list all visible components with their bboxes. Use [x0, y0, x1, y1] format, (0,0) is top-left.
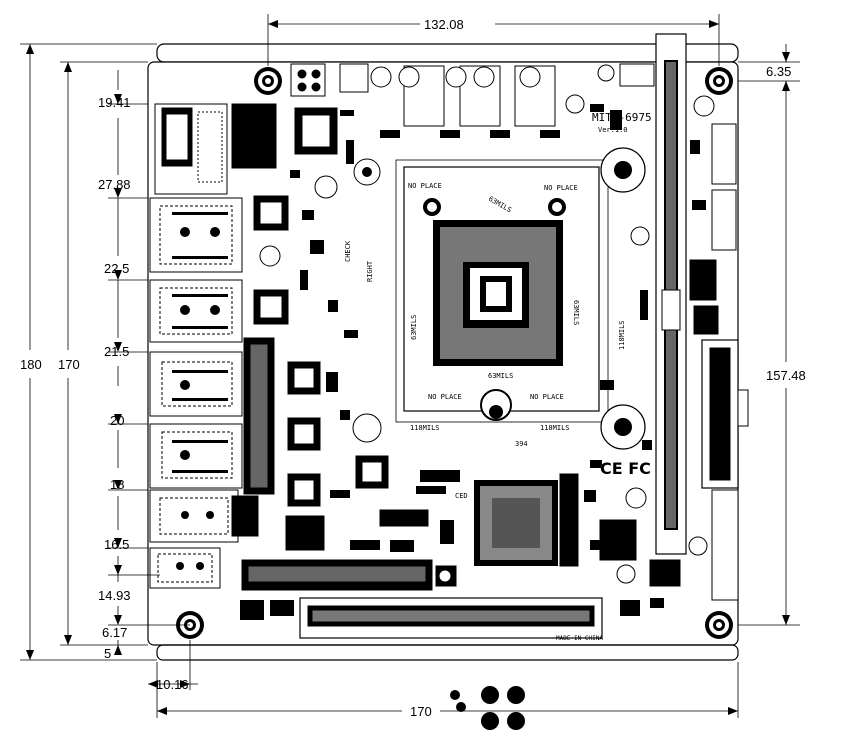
ref-394: 394 [515, 440, 528, 448]
no-place-label-2: NO PLACE [544, 184, 578, 192]
dim-left-stack-3: 22.5 [104, 261, 129, 276]
dim-left-inner-height: 170 [58, 357, 80, 372]
dim-left-stack-4: 21.5 [104, 344, 129, 359]
dimension-arrows [26, 20, 790, 715]
capacitors [259, 64, 715, 584]
bottom-slots [241, 337, 603, 639]
rear-io-connectors [149, 103, 243, 589]
silk-118mils-bottom: 118MILS [540, 424, 570, 432]
silk-118mils-left: 118MILS [410, 424, 440, 432]
dim-left-stack-9: 6.17 [102, 625, 127, 640]
ref-ced: CED [455, 492, 468, 500]
memory-slot [655, 33, 687, 555]
no-place-label-4: NO PLACE [530, 393, 564, 401]
no-place-label-1: NO PLACE [408, 182, 442, 190]
silk-63mils-right: 63MILS [572, 300, 580, 325]
dim-bottom-left-offset: 10.16 [156, 677, 189, 692]
dim-left-stack-8: 14.93 [98, 588, 131, 603]
board-version: Ver:1.0 [598, 126, 628, 134]
cert-marks: CE FC [600, 459, 651, 478]
cpu-socket-area [362, 147, 646, 450]
dim-right-height: 157.48 [766, 368, 806, 383]
io-pin-pattern [172, 212, 228, 570]
no-place-label-3: NO PLACE [428, 393, 462, 401]
dim-left-stack-10: 5 [104, 646, 111, 661]
mounting-holes [176, 67, 733, 639]
silk-63mils-left: 63MILS [410, 315, 418, 340]
silk-right: RIGHT [366, 260, 374, 282]
silk-118mils-right: 118MILS [618, 320, 626, 350]
dim-left-stack-7: 16.5 [104, 537, 129, 552]
dim-bottom-width: 170 [410, 704, 432, 719]
dim-right-top-offset: 6.35 [766, 64, 791, 79]
made-in-label: MADE IN CHINA [556, 635, 603, 642]
bottom-dots [450, 686, 525, 730]
silk-63mils-bottom: 63MILS [488, 372, 513, 380]
ic-chips [231, 195, 719, 587]
dim-left-stack-2: 27.88 [98, 177, 131, 192]
smd-components [240, 104, 706, 620]
board-label: MITX-6975 [592, 111, 652, 124]
silk-check: CHECK [344, 240, 352, 262]
right-headers [701, 123, 749, 601]
dim-left-outer-height: 180 [20, 357, 42, 372]
dimension-labels: 132.08 170 180 170 157.48 6.35 10.16 19.… [20, 17, 806, 719]
dim-left-stack-6: 18 [110, 477, 124, 492]
dim-top-width: 132.08 [424, 17, 464, 32]
dim-left-stack-1: 19.41 [98, 95, 131, 110]
silkscreen-text: MITX-6975 Ver:1.0 NO PLACE NO PLACE NO P… [344, 111, 652, 642]
top-row-components [231, 63, 655, 169]
dimension-lines [20, 14, 800, 718]
chipset [474, 480, 558, 566]
dim-left-stack-5: 20 [110, 413, 124, 428]
